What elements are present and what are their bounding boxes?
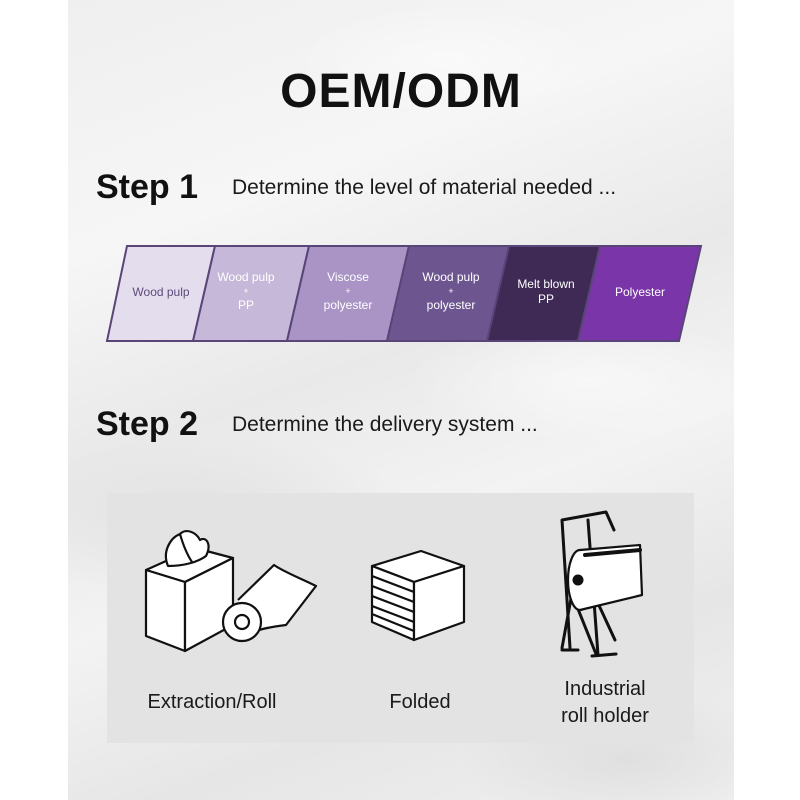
material-label-line: polyester bbox=[426, 298, 476, 312]
caption-line-2: roll holder bbox=[561, 705, 649, 727]
material-label-line: PP bbox=[537, 292, 554, 306]
material-label-line: Wood pulp bbox=[217, 270, 275, 284]
option-caption-industrial: Industrial roll holder bbox=[545, 676, 665, 730]
material-label-line: Wood pulp bbox=[132, 285, 190, 299]
option-caption-extraction-roll: Extraction/Roll bbox=[147, 691, 277, 713]
material-label-line: polyester bbox=[323, 298, 373, 312]
material-label-line: Wood pulp bbox=[422, 270, 480, 284]
material-label-line: Melt blown bbox=[517, 277, 575, 291]
caption-line-1: Industrial bbox=[564, 678, 646, 700]
material-label-line: + bbox=[448, 286, 454, 296]
material-label-2: Viscose + polyester bbox=[303, 270, 393, 313]
material-label-4: Melt blown PP bbox=[503, 277, 589, 307]
material-label-3: Wood pulp + polyester bbox=[405, 270, 497, 313]
material-label-line: Viscose bbox=[327, 270, 369, 284]
material-label-5: Polyester bbox=[595, 285, 685, 300]
material-label-0: Wood pulp bbox=[122, 285, 200, 300]
material-label-line: + bbox=[345, 286, 351, 296]
material-label-line: + bbox=[243, 286, 249, 296]
page-title: OEM/ODM bbox=[280, 65, 522, 118]
step1-description: Determine the level of material needed .… bbox=[232, 176, 617, 199]
step1-label: Step 1 bbox=[96, 168, 199, 206]
material-label-line: Polyester bbox=[614, 285, 666, 299]
option-caption-folded: Folded bbox=[389, 691, 451, 713]
material-label-line: PP bbox=[237, 298, 254, 312]
step2-description: Determine the delivery system ... bbox=[232, 413, 538, 436]
step2-label: Step 2 bbox=[96, 405, 199, 443]
material-label-1: Wood pulp + PP bbox=[205, 270, 287, 313]
